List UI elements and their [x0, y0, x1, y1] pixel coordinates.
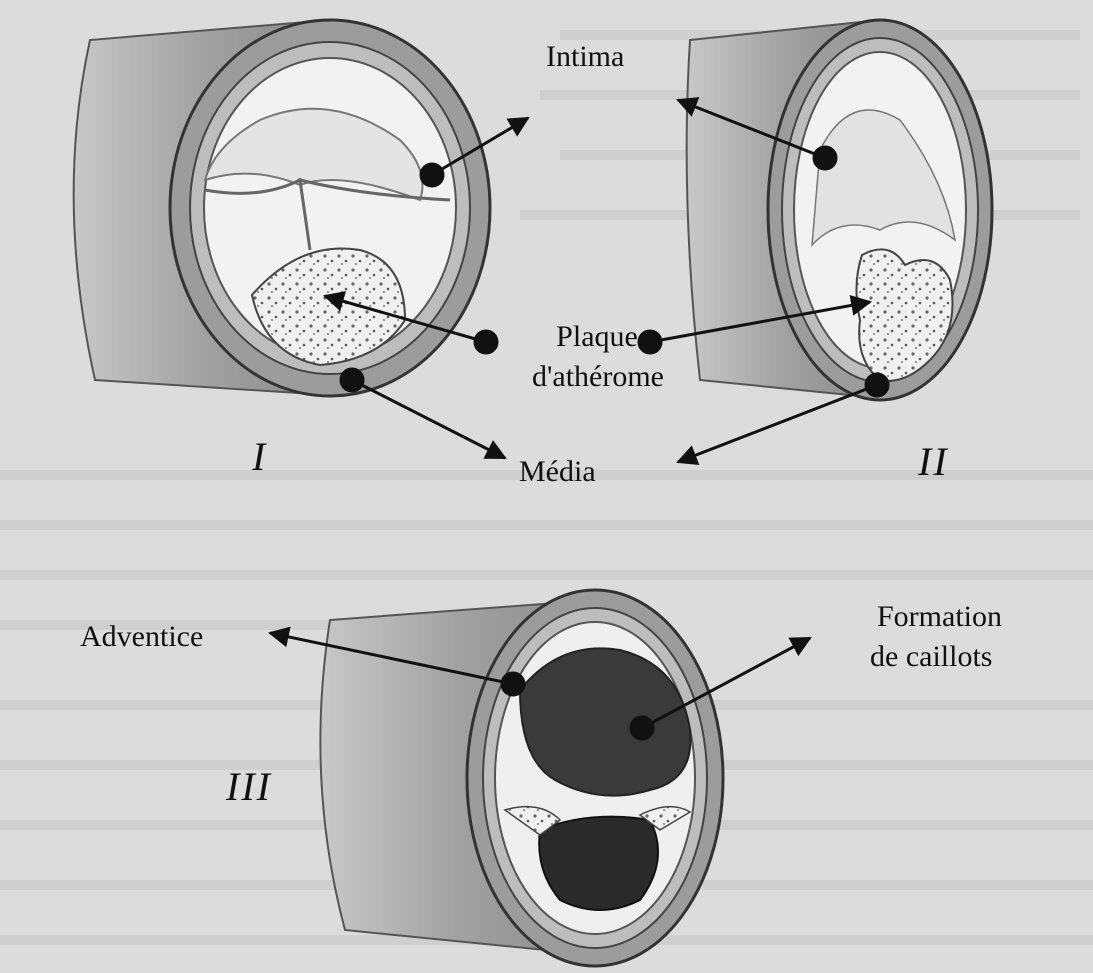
point-plaque-one	[475, 331, 497, 353]
label-plaque-line2: d'athérome	[498, 360, 698, 394]
vessel-stage-one	[74, 20, 490, 396]
vessel-three-clot-lower	[539, 817, 658, 910]
label-plaque-line1: Plaque	[512, 320, 682, 354]
label-intima: Intima	[546, 40, 624, 74]
label-adventice: Adventice	[80, 620, 203, 654]
stage-label-two: II	[918, 445, 949, 479]
point-formation	[631, 717, 653, 739]
label-formation-line1: Formation	[877, 600, 1002, 634]
label-formation-line2: de caillots	[870, 640, 992, 674]
stage-label-one: I	[252, 440, 267, 474]
vessel-stage-two	[687, 20, 992, 400]
label-media: Média	[519, 455, 596, 489]
point-adventice	[502, 673, 524, 695]
point-media-one	[341, 369, 363, 391]
point-intima-one	[421, 164, 443, 186]
point-intima-two	[814, 147, 836, 169]
point-media-two	[866, 374, 888, 396]
stage-label-three: III	[226, 770, 272, 804]
vessel-stage-three	[320, 590, 723, 966]
